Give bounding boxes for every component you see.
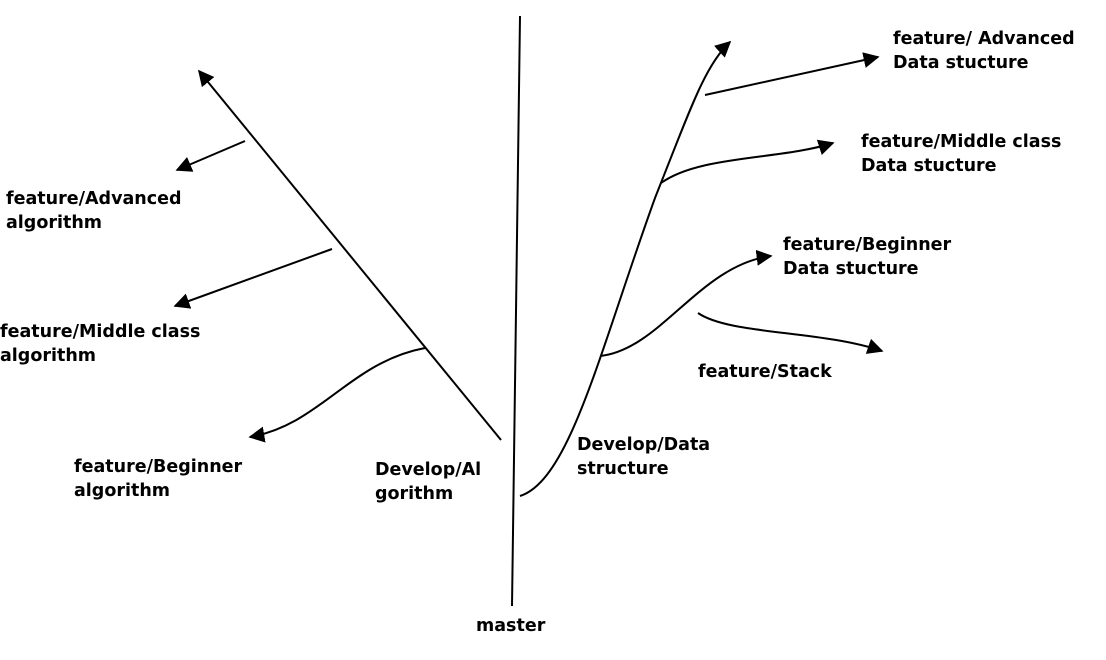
label-develop-data-structure: Develop/Data structure bbox=[577, 435, 716, 479]
feature-beginner-data-arrow bbox=[599, 249, 773, 357]
label-develop-algorithm: Develop/Al gorithm bbox=[375, 460, 487, 504]
label-feature-middle-data: feature/Middle class Data stucture bbox=[861, 132, 1068, 176]
feature-advanced-algorithm-arrow bbox=[175, 140, 246, 172]
label-feature-stack: feature/Stack bbox=[698, 362, 832, 382]
master-branch-line bbox=[511, 15, 521, 607]
label-feature-beginner-algorithm: feature/Beginner algorithm bbox=[74, 457, 248, 501]
label-master: master bbox=[476, 616, 546, 636]
feature-middle-data-arrow bbox=[660, 139, 835, 184]
label-feature-advanced-algorithm: feature/Advanced algorithm bbox=[6, 189, 188, 233]
label-feature-beginner-data: feature/Beginner Data stucture bbox=[783, 235, 957, 279]
feature-beginner-algorithm-arrow bbox=[248, 347, 426, 443]
label-feature-middle-algorithm: feature/Middle class algorithm bbox=[0, 322, 207, 366]
develop-data-structure-branch-line bbox=[519, 40, 732, 497]
feature-middle-algorithm-arrow bbox=[173, 248, 333, 309]
feature-advanced-data-arrow bbox=[704, 52, 880, 96]
feature-stack-arrow bbox=[697, 312, 884, 354]
label-feature-advanced-data: feature/ Advanced Data stucture bbox=[893, 29, 1081, 73]
develop-algorithm-branch-line bbox=[197, 69, 502, 441]
